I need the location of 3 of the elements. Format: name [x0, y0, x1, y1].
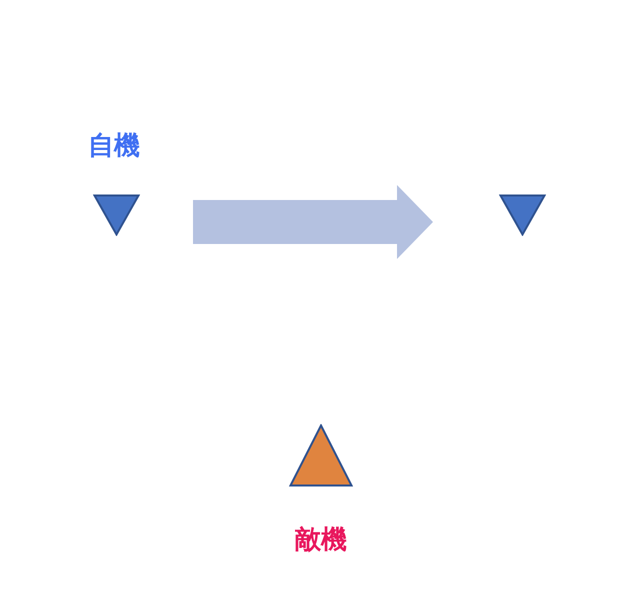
block-arrow: [193, 185, 433, 259]
unit-label: 自機: [87, 130, 141, 162]
unit-label: 敵機: [294, 524, 348, 556]
